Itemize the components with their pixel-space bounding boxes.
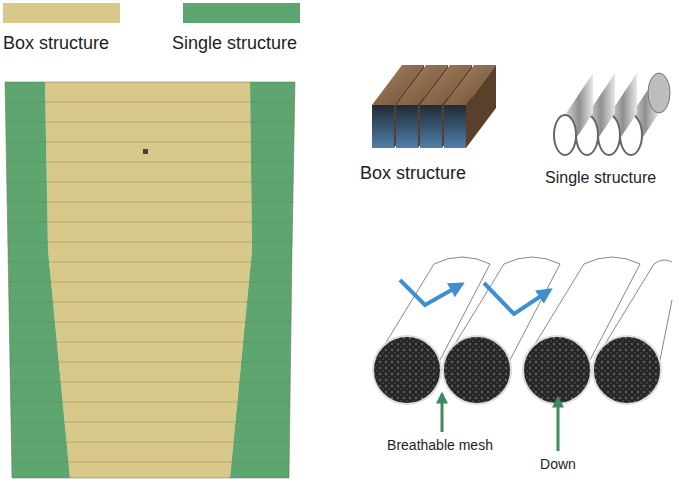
quilt-drawing (5, 82, 295, 478)
cross-section-drawing-part-part (434, 257, 490, 264)
box-structure-drawing (372, 65, 496, 148)
cross-section-drawing-part (400, 280, 462, 305)
quilt-drawing-part-part (9, 301, 291, 302)
quilt-drawing-part-part (11, 441, 289, 442)
quilt-drawing-part-part (6, 161, 294, 162)
quilt-drawing-part-part (7, 221, 293, 222)
quilt-drawing-part-part (6, 121, 294, 122)
single-structure-drawing-part (554, 115, 576, 155)
part-label: Breathable mesh (387, 437, 493, 454)
part-label: Single structure (545, 168, 656, 187)
box-structure-drawing-part (396, 105, 418, 148)
quilt-drawing-part-part (9, 321, 291, 322)
quilt-drawing-part-part (12, 461, 289, 462)
quilt-drawing-part-part (6, 201, 294, 202)
quilt-drawing-part-part (10, 401, 290, 402)
quilt-drawing-part (143, 149, 148, 154)
single-structure-drawing-part (648, 73, 670, 113)
quilt-drawing-part-part (8, 281, 292, 282)
cross-section-drawing-part (593, 336, 661, 404)
box-structure-drawing-part (444, 105, 466, 148)
quilt-drawing-part-part (9, 341, 291, 342)
single-structure-drawing (554, 73, 670, 155)
quilt-drawing-part (5, 82, 295, 478)
cross-section-drawing-part (484, 283, 550, 314)
quilt-drawing-part-part (6, 181, 294, 182)
cross-section-drawing-part (443, 336, 511, 404)
cross-section-drawing-part-part (584, 257, 640, 264)
legend-label: Box structure (3, 33, 109, 55)
cross-section-drawing-part (441, 394, 444, 432)
box-structure-drawing-part (420, 105, 442, 148)
box-structure-drawing-part (372, 105, 394, 148)
cross-section-drawing-part-part (654, 260, 672, 264)
legend-label: Single structure (172, 33, 297, 55)
legend-swatch (183, 3, 300, 23)
cross-section-drawing (373, 257, 672, 451)
quilt-drawing-part-part (6, 101, 294, 102)
legend-swatch (3, 3, 120, 23)
quilt-drawing-part-part (7, 241, 293, 242)
part-label: Box structure (360, 163, 466, 185)
cross-section-drawing-part-part (660, 300, 672, 360)
quilt-drawing-part-part (8, 261, 292, 262)
cross-section-drawing-part (557, 398, 560, 451)
cross-section-drawing-part-part (504, 257, 560, 264)
quilt-drawing-part (6, 102, 294, 462)
quilt-drawing-part-part (6, 141, 294, 142)
part-label: Down (540, 456, 576, 473)
quilt-drawing-part-part (10, 381, 290, 382)
box-structure-drawing-part (466, 65, 496, 148)
quilt-drawing-part-part (10, 361, 290, 362)
cross-section-drawing-part (373, 336, 441, 404)
cross-section-drawing-part (523, 336, 591, 404)
quilt-drawing-part-part (11, 421, 290, 422)
